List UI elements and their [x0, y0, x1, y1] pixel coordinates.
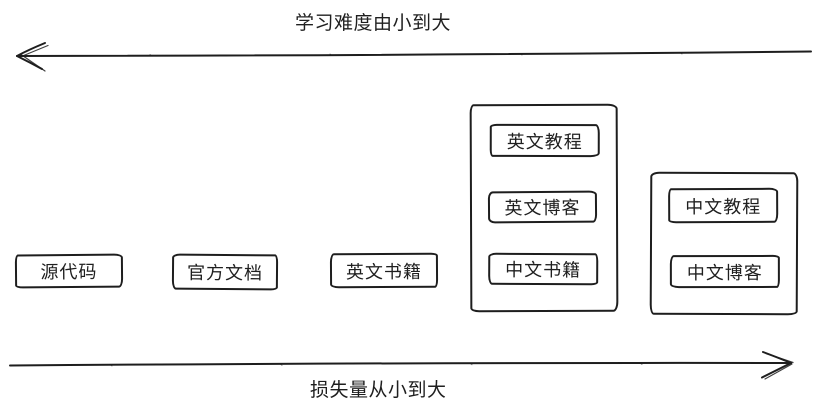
- node-english-tutorials-label: 英文教程: [506, 131, 583, 152]
- node-english-tutorials: 英文教程: [489, 123, 600, 158]
- group-box-middle: 英文教程 英文博客 中文书籍: [469, 103, 619, 313]
- node-chinese-books: 中文书籍: [488, 252, 599, 286]
- node-english-blogs: 英文博客: [487, 190, 598, 224]
- node-english-books-label: 英文书籍: [345, 261, 423, 282]
- node-official-docs: 官方文档: [171, 253, 279, 291]
- top-axis-label: 学习难度由小到大: [295, 13, 452, 34]
- top-axis-arrow-left: [16, 42, 812, 72]
- node-source-code-label: 源代码: [40, 261, 98, 283]
- node-chinese-tutorials: 中文教程: [668, 187, 779, 224]
- bottom-axis-label: 损失量从小到大: [310, 380, 447, 401]
- node-official-docs-label: 官方文档: [186, 262, 264, 284]
- node-chinese-tutorials-label: 中文教程: [685, 196, 762, 217]
- node-chinese-blogs: 中文博客: [669, 254, 780, 289]
- group-box-right: 中文教程 中文博客: [649, 171, 799, 316]
- node-english-blogs-label: 英文博客: [504, 197, 581, 219]
- node-chinese-books-label: 中文书籍: [505, 259, 582, 281]
- node-english-books: 英文书籍: [329, 252, 439, 289]
- node-chinese-blogs-label: 中文博客: [686, 262, 763, 283]
- bottom-axis-arrow-right: [9, 351, 794, 380]
- node-source-code: 源代码: [14, 253, 124, 289]
